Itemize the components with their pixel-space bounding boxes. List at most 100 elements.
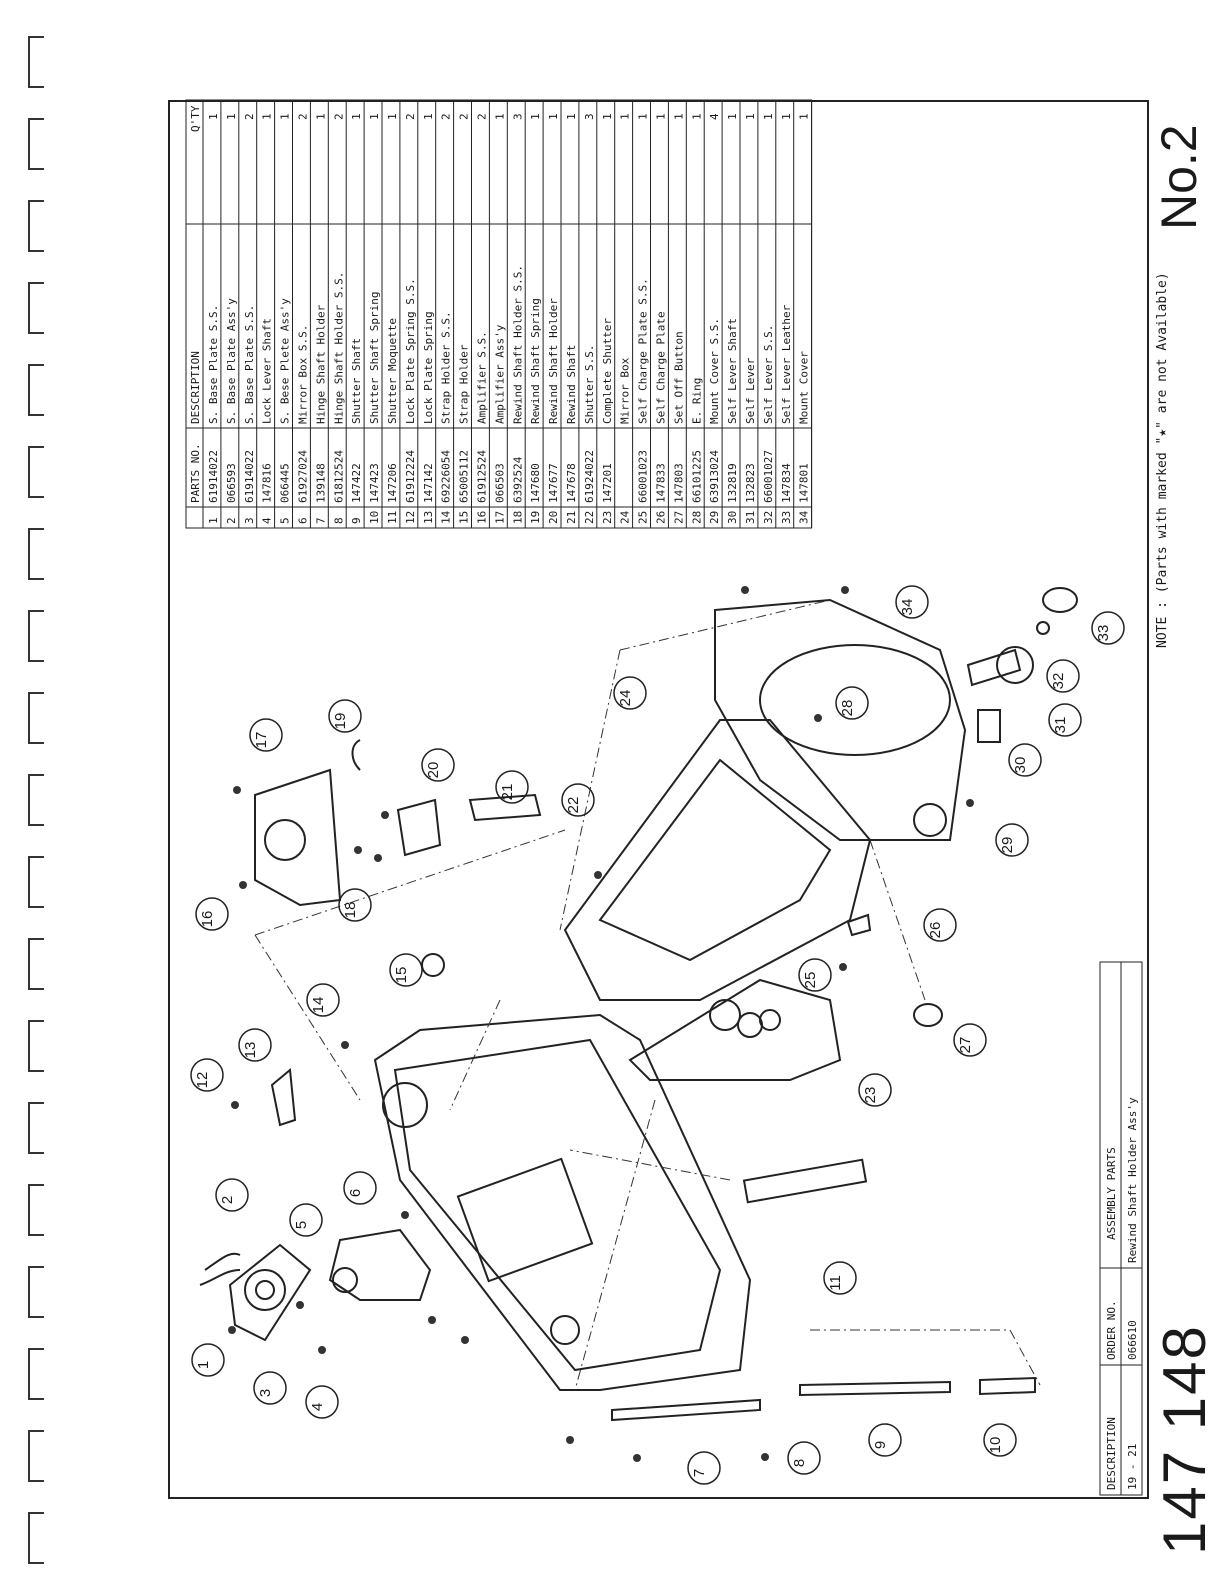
row-parts-no: 63913024 bbox=[708, 450, 721, 503]
callout-number: 25 bbox=[802, 972, 819, 989]
row-qty: 1 bbox=[637, 113, 650, 120]
row-parts-no: 61914022 bbox=[243, 450, 256, 503]
row-description: Amplifier S.S. bbox=[476, 331, 489, 424]
row-qty: 2 bbox=[458, 113, 471, 120]
screw bbox=[296, 1301, 304, 1309]
callout-circle bbox=[215, 1178, 249, 1212]
row-parts-no: 61912224 bbox=[404, 450, 417, 503]
rewind-holder bbox=[396, 798, 442, 857]
callout-circle bbox=[561, 783, 595, 817]
self-lever-ss bbox=[1036, 621, 1050, 635]
row-description: Hinge Shaft Holder bbox=[314, 304, 327, 424]
row-number: 9 bbox=[350, 517, 363, 524]
binding-mark bbox=[28, 118, 44, 170]
base-plate bbox=[228, 1243, 312, 1342]
assembly-value: Rewind Shaft Holder Ass'y bbox=[1126, 1097, 1139, 1263]
screw bbox=[239, 881, 247, 889]
callout-number: 11 bbox=[827, 1275, 844, 1291]
row-qty: 1 bbox=[690, 113, 703, 120]
row-number: 21 bbox=[565, 511, 578, 524]
row-qty: 2 bbox=[243, 113, 256, 120]
row-qty: 1 bbox=[798, 113, 811, 120]
row-parts-no: 61924022 bbox=[583, 450, 596, 503]
row-qty: 4 bbox=[708, 113, 721, 120]
row-number: 28 bbox=[690, 511, 703, 524]
row-number: 32 bbox=[762, 511, 775, 524]
row-qty: 1 bbox=[672, 113, 685, 120]
row-parts-no: 147834 bbox=[780, 463, 793, 503]
row-parts-no: 147206 bbox=[386, 463, 399, 503]
binding-mark bbox=[28, 856, 44, 908]
row-parts-no: 139148 bbox=[314, 463, 327, 503]
row-qty: 1 bbox=[493, 113, 506, 120]
row-description: Shutter Shaft bbox=[350, 338, 363, 424]
row-number: 24 bbox=[619, 510, 632, 524]
row-description: Lock Plate Spring bbox=[422, 311, 435, 424]
row-number: 3 bbox=[243, 517, 256, 524]
row-number: 30 bbox=[726, 511, 739, 524]
row-parts-no: 147833 bbox=[655, 463, 668, 503]
callout-circle bbox=[190, 1058, 224, 1092]
callout-number: 6 bbox=[347, 1189, 364, 1197]
screw bbox=[814, 714, 822, 722]
callout-number: 34 bbox=[899, 599, 916, 616]
screw bbox=[633, 1454, 641, 1462]
callout-number: 33 bbox=[1095, 625, 1112, 642]
row-description: Self Lever Shaft bbox=[726, 318, 739, 424]
callout-circle bbox=[798, 958, 832, 992]
body-boss bbox=[550, 1315, 580, 1345]
row-description: Self Lever S.S. bbox=[762, 325, 775, 424]
row-description: Rewind Shaft bbox=[565, 345, 578, 424]
shutter-gear bbox=[709, 999, 741, 1031]
callout-number: 26 bbox=[927, 922, 944, 939]
callout-number: 9 bbox=[872, 1441, 889, 1449]
binding-mark bbox=[28, 1266, 44, 1318]
amplifier-board bbox=[254, 768, 342, 907]
callout-circle bbox=[1091, 611, 1125, 645]
row-qty: 1 bbox=[565, 113, 578, 120]
set-off-button bbox=[913, 1003, 943, 1027]
row-description: Mirror Box S.S. bbox=[297, 325, 310, 424]
row-description: Rewind Shaft Holder bbox=[547, 298, 560, 424]
screw bbox=[374, 854, 382, 862]
callout-circle bbox=[858, 1073, 892, 1107]
binding-mark bbox=[28, 446, 44, 498]
availability-note: NOTE : (Parts with marked "★" are not Av… bbox=[1155, 272, 1170, 648]
row-parts-no: 147801 bbox=[798, 463, 811, 503]
drawing-frame bbox=[168, 100, 1149, 1499]
row-qty: 1 bbox=[350, 113, 363, 120]
callout-circle bbox=[253, 1371, 287, 1405]
base-plate-hub bbox=[255, 1280, 275, 1300]
row-parts-no: 6392524 bbox=[511, 456, 524, 503]
row-number: 10 bbox=[368, 511, 381, 524]
catalog-number: 147 148 bbox=[1151, 1324, 1218, 1555]
row-description: Mirror Box bbox=[619, 357, 632, 424]
row-number: 23 bbox=[601, 511, 614, 524]
callout-number: 22 bbox=[565, 797, 582, 814]
screw bbox=[741, 586, 749, 594]
screw bbox=[233, 786, 241, 794]
parts-table-grid bbox=[185, 99, 813, 529]
callout-circle bbox=[868, 1423, 902, 1457]
self-charge-plate bbox=[846, 913, 872, 937]
callout-circle bbox=[338, 888, 372, 922]
header-description: DESCRIPTION bbox=[189, 351, 202, 424]
screw bbox=[354, 846, 362, 854]
row-description: E. Ring bbox=[690, 378, 703, 424]
mirror-box-inner bbox=[598, 758, 832, 962]
callout-circle bbox=[238, 1028, 272, 1062]
row-number: 7 bbox=[314, 517, 327, 524]
callout-number: 5 bbox=[293, 1221, 310, 1229]
row-description: S. Bese Plete Ass'y bbox=[279, 298, 292, 424]
film-gate bbox=[456, 1157, 594, 1283]
callout-number: 3 bbox=[257, 1389, 274, 1397]
self-lever-leather bbox=[1042, 587, 1078, 613]
row-number: 16 bbox=[476, 511, 489, 524]
row-qty: 2 bbox=[440, 113, 453, 120]
row-description: Mount Cover bbox=[798, 351, 811, 424]
lock-plate-spring bbox=[270, 1068, 297, 1127]
row-number: 4 bbox=[261, 517, 274, 524]
row-description: Lock Plate Spring S.S. bbox=[404, 278, 417, 424]
screw bbox=[341, 1041, 349, 1049]
